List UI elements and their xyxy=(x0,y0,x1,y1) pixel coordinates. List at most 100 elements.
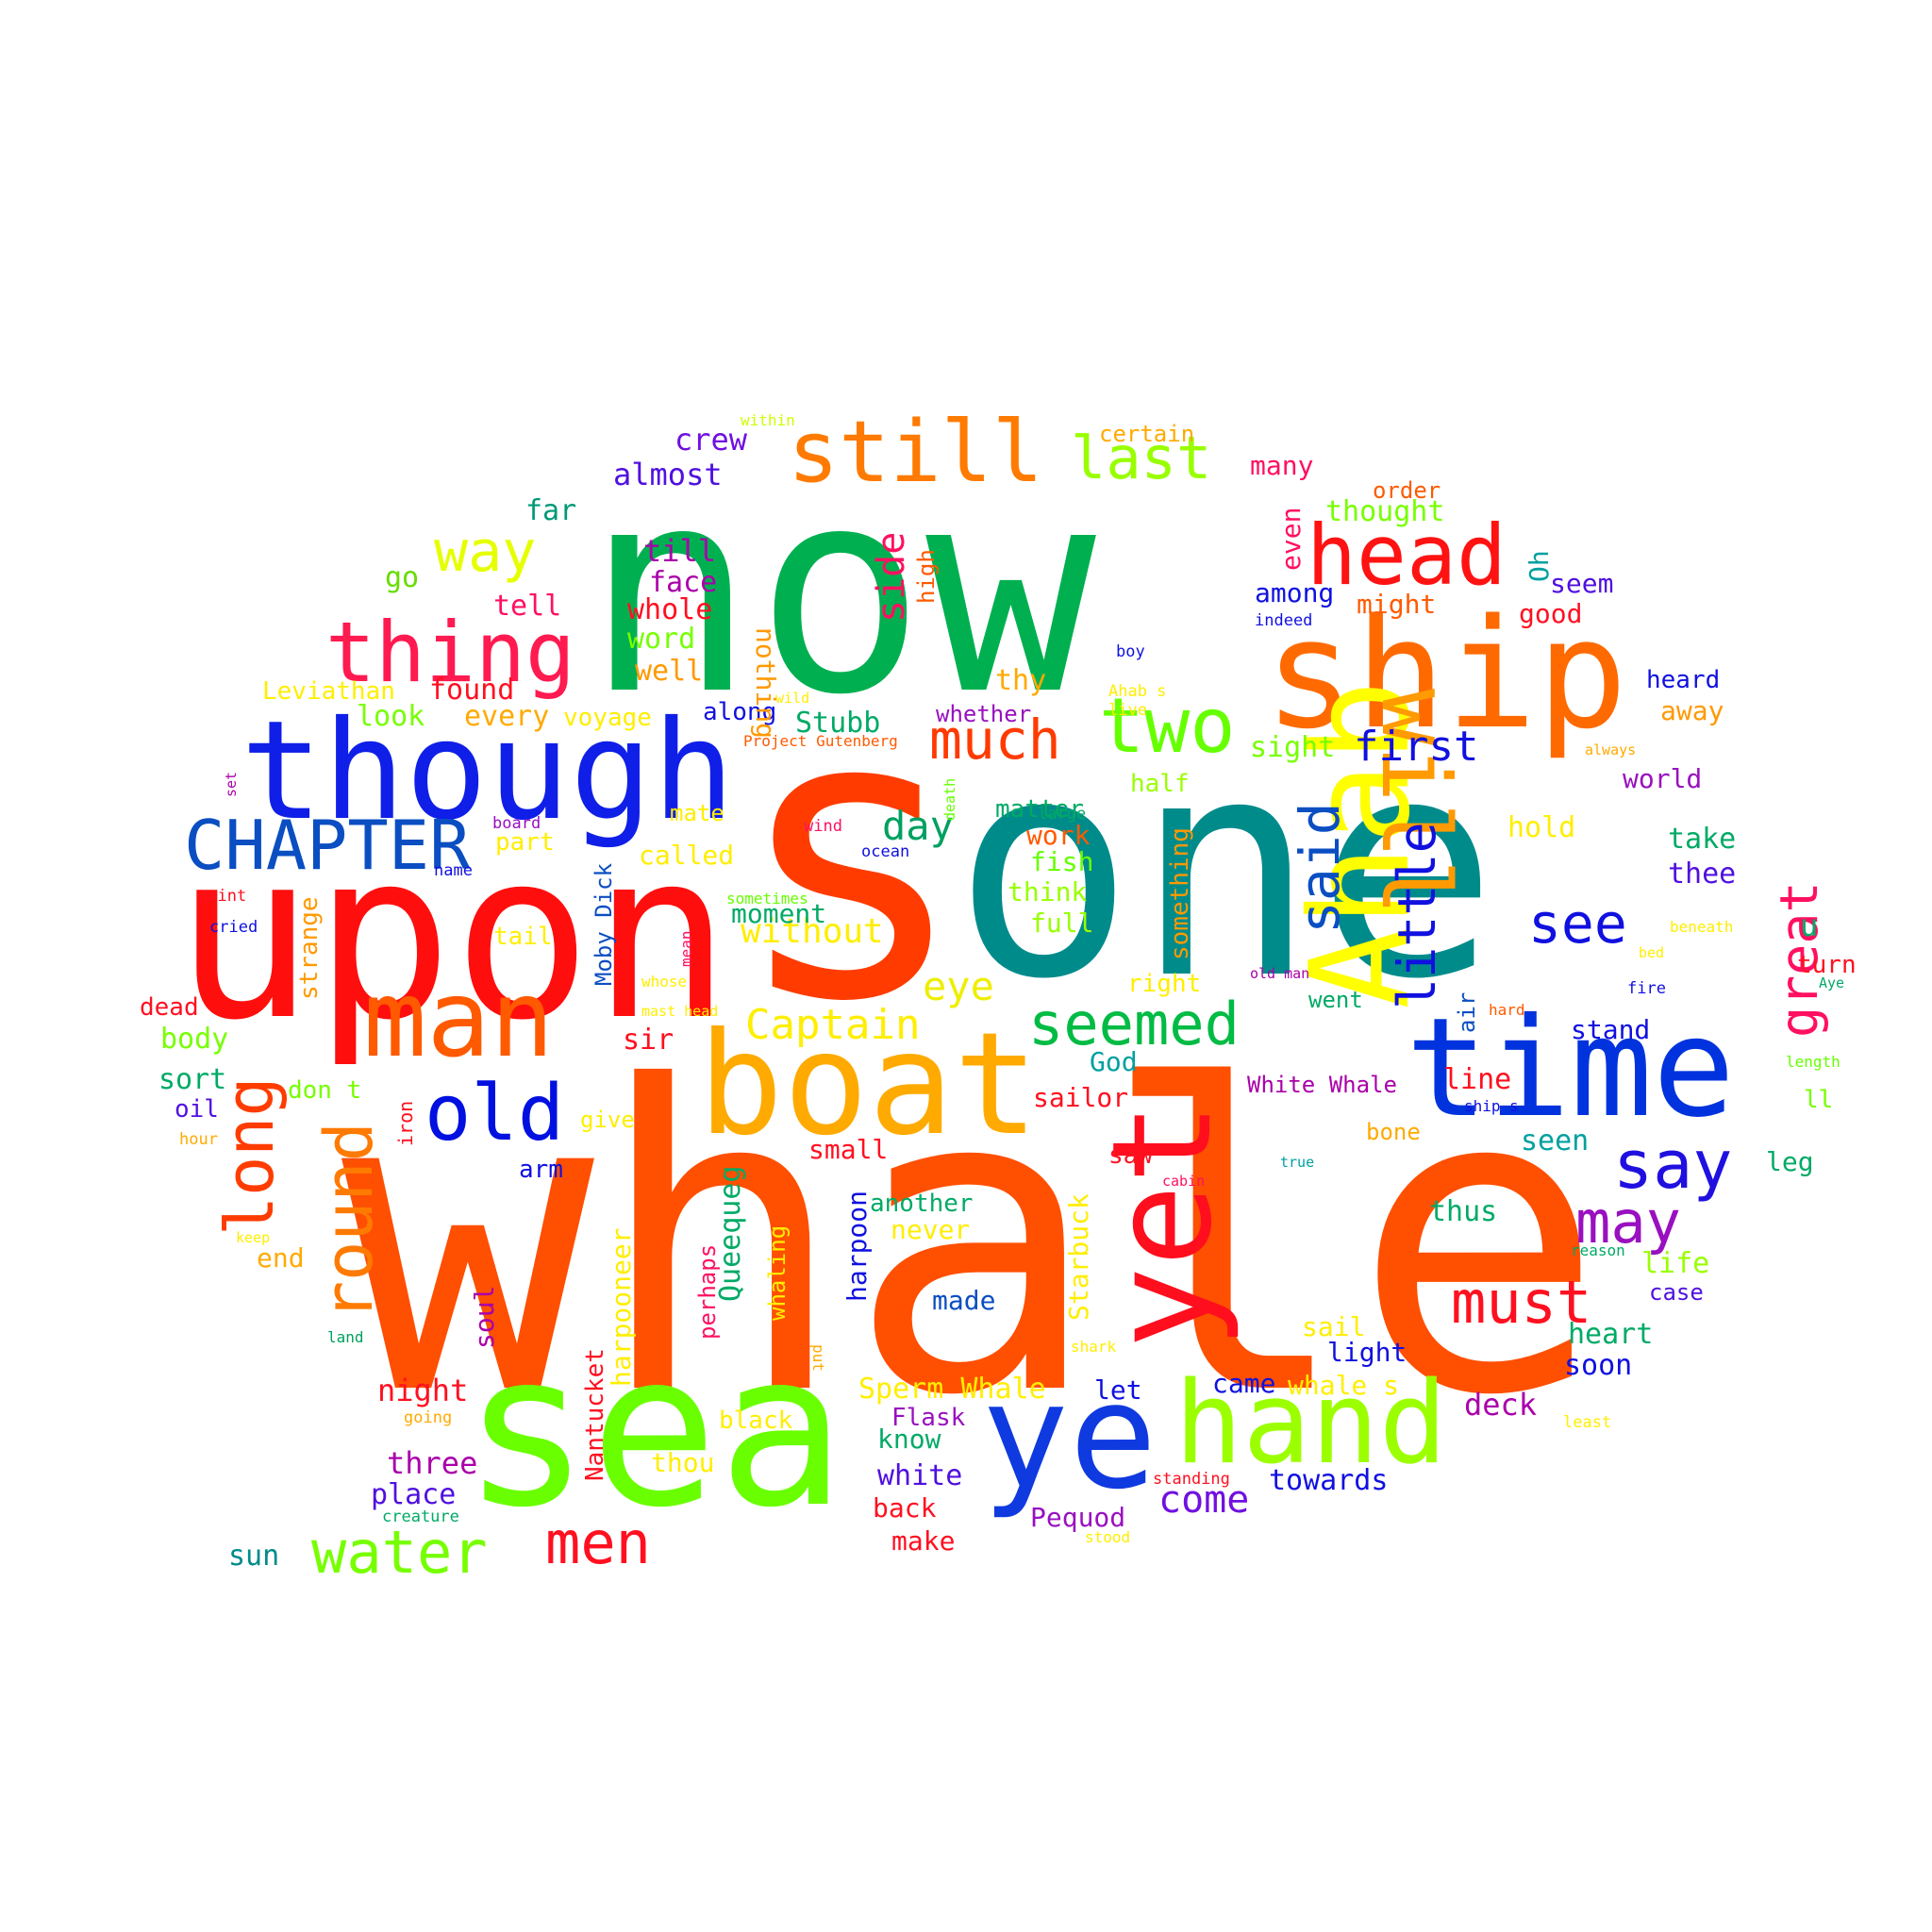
cloud-word: Leviathan xyxy=(262,677,395,706)
cloud-word: s xyxy=(731,627,970,1089)
cloud-word: White Whale xyxy=(1247,1072,1397,1098)
cloud-word: old man xyxy=(1250,965,1310,982)
cloud-word: matter xyxy=(995,795,1084,824)
cloud-word: side xyxy=(870,531,913,623)
cloud-word: sort xyxy=(158,1063,227,1096)
cloud-word: Oh xyxy=(1524,550,1555,582)
cloud-word: called xyxy=(639,840,735,871)
cloud-word: many xyxy=(1250,450,1314,481)
cloud-word: God xyxy=(1090,1046,1138,1077)
cloud-word: boat xyxy=(698,1003,1040,1167)
cloud-word: see xyxy=(1528,891,1627,956)
cloud-word: long xyxy=(211,1076,289,1236)
cloud-word: sir xyxy=(623,1024,675,1057)
cloud-word: order xyxy=(1373,477,1441,504)
cloud-word: death xyxy=(941,777,958,821)
cloud-word: boy xyxy=(1116,642,1145,661)
cloud-word: beneath xyxy=(1670,918,1734,936)
cloud-word: came xyxy=(1212,1368,1276,1399)
cloud-word: Stubb xyxy=(795,707,881,740)
cloud-word: ship s xyxy=(1464,1097,1519,1115)
cloud-word: made xyxy=(932,1285,996,1316)
cloud-word: well xyxy=(635,655,704,688)
cloud-word: wild xyxy=(775,690,810,707)
cloud-word: much xyxy=(929,708,1061,772)
cloud-word: face xyxy=(649,566,718,599)
cloud-word: name xyxy=(434,861,473,880)
cloud-word: went xyxy=(1308,987,1363,1013)
cloud-word: among xyxy=(1255,577,1335,608)
cloud-word: within xyxy=(741,411,795,429)
cloud-word: large xyxy=(1038,805,1087,824)
cloud-word: live xyxy=(1108,701,1147,720)
cloud-word: standing xyxy=(1153,1470,1230,1489)
cloud-word: certain xyxy=(1099,421,1195,447)
cloud-word: man xyxy=(363,958,555,1081)
cloud-word: sight xyxy=(1250,731,1336,764)
cloud-word: said xyxy=(1288,802,1352,934)
cloud-word: head xyxy=(1307,507,1507,604)
cloud-word: right xyxy=(1127,970,1202,998)
cloud-word: harpoon xyxy=(841,1190,873,1302)
cloud-word: seemed xyxy=(1028,990,1240,1058)
cloud-word: don t xyxy=(288,1076,362,1105)
cloud-word: Project Gutenberg xyxy=(743,732,898,750)
cloud-word: three xyxy=(387,1445,478,1481)
cloud-word: every xyxy=(464,700,550,733)
cloud-word: thee xyxy=(1668,858,1737,891)
cloud-word: oil xyxy=(175,1095,219,1124)
cloud-word: way xyxy=(434,519,537,585)
cloud-word: nothing xyxy=(750,627,781,740)
cloud-word: thou xyxy=(651,1447,715,1478)
cloud-word: CHAPTER xyxy=(184,806,471,885)
cloud-word: keep xyxy=(236,1229,271,1246)
cloud-word: two xyxy=(1099,682,1236,770)
cloud-word: yet xyxy=(1083,1102,1242,1349)
cloud-word: mate xyxy=(670,800,724,826)
cloud-word: hour xyxy=(179,1130,218,1149)
cloud-word: bone xyxy=(1366,1119,1421,1145)
cloud-word: fire xyxy=(1627,979,1666,998)
cloud-word: whale s xyxy=(1288,1370,1400,1401)
cloud-word: day xyxy=(882,803,954,849)
cloud-word: know xyxy=(877,1424,941,1455)
cloud-word: away xyxy=(1660,695,1724,726)
cloud-word: hold xyxy=(1507,811,1576,844)
cloud-word: whose xyxy=(641,973,688,991)
cloud-word: give xyxy=(580,1107,635,1133)
cloud-word: heart xyxy=(1568,1318,1654,1351)
cloud-word: thought xyxy=(1325,495,1445,528)
cloud-word: land xyxy=(327,1328,364,1346)
cloud-word: good xyxy=(1519,598,1583,629)
cloud-word: work xyxy=(1026,820,1091,851)
cloud-word: let xyxy=(1094,1374,1142,1406)
cloud-word: last xyxy=(1071,424,1212,492)
cloud-word: Starbuck xyxy=(1063,1193,1094,1321)
cloud-word: sea xyxy=(462,1307,846,1555)
cloud-word: sailor xyxy=(1033,1082,1129,1113)
cloud-word: turn xyxy=(1797,951,1857,979)
cloud-word: stood xyxy=(1085,1528,1131,1546)
cloud-word: Nantucket xyxy=(581,1348,609,1481)
cloud-word: sail xyxy=(1302,1311,1366,1342)
cloud-word: think xyxy=(1008,876,1088,908)
cloud-word: crew xyxy=(675,422,748,458)
cloud-word: ll xyxy=(1804,1086,1834,1114)
cloud-word: never xyxy=(891,1214,971,1245)
cloud-word: ship xyxy=(1264,586,1628,762)
cloud-word: put xyxy=(809,1344,827,1372)
cloud-word: high xyxy=(913,549,940,604)
cloud-word: back xyxy=(873,1492,937,1524)
cloud-word: moment xyxy=(731,898,827,929)
cloud-word: thing xyxy=(325,604,575,701)
cloud-word: soul xyxy=(469,1285,500,1349)
cloud-word: wind xyxy=(804,817,842,836)
cloud-word: half xyxy=(1130,770,1190,798)
cloud-word: whole xyxy=(627,593,713,626)
cloud-word: leg xyxy=(1766,1146,1814,1177)
cloud-word: u xyxy=(1800,908,1819,943)
cloud-word: going xyxy=(404,1408,453,1427)
cloud-word: case xyxy=(1649,1279,1704,1306)
cloud-word: dead xyxy=(140,993,199,1022)
